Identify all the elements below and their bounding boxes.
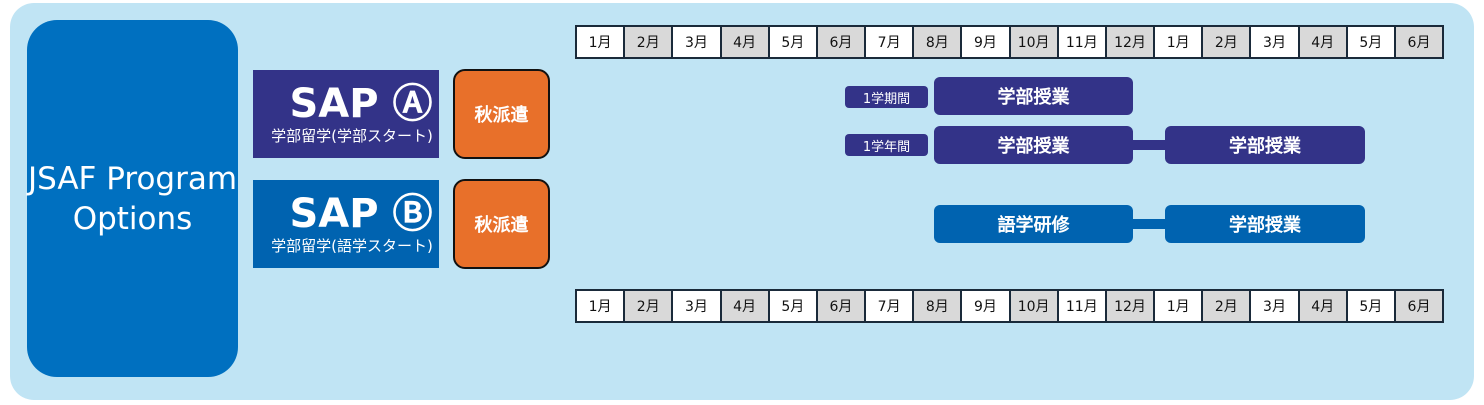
month-cell: 2月 [1203, 291, 1250, 321]
month-cell: 6月 [1395, 291, 1443, 321]
month-cell: 3月 [673, 27, 720, 57]
month-cell: 4月 [721, 291, 768, 321]
month-cell: 3月 [1251, 291, 1298, 321]
month-cell: 2月 [625, 27, 672, 57]
sap-b-badge: 秋派遣 [453, 179, 550, 269]
connector [1130, 140, 1170, 150]
month-cell: 1月 [577, 291, 624, 321]
month-cell: 5月 [1347, 291, 1394, 321]
month-cell: 8月 [914, 27, 961, 57]
month-cell: 6月 [1395, 27, 1443, 57]
segment-bar: 学部授業 [934, 126, 1133, 164]
month-cell: 4月 [1299, 27, 1346, 57]
duration-tag: 1学年間 [845, 134, 928, 156]
title: JSAF Program Options [27, 160, 238, 237]
month-cell: 12月 [1106, 27, 1154, 57]
segment-bar: 学部授業 [1165, 126, 1365, 164]
month-cell: 12月 [1106, 291, 1154, 321]
month-cell: 1月 [1155, 291, 1202, 321]
month-cell: 9月 [962, 27, 1009, 57]
month-cell: 1月 [1155, 27, 1202, 57]
month-cell: 4月 [1299, 291, 1346, 321]
month-cell: 4月 [721, 27, 768, 57]
month-cell: 2月 [625, 291, 672, 321]
month-cell: 7月 [866, 291, 913, 321]
month-cell: 5月 [1347, 27, 1394, 57]
month-cell: 11月 [1058, 291, 1105, 321]
month-cell: 11月 [1058, 27, 1105, 57]
segment-bar: 学部授業 [934, 77, 1133, 115]
month-cell: 3月 [673, 291, 720, 321]
month-cell: 6月 [817, 291, 865, 321]
month-cell: 5月 [769, 291, 816, 321]
month-cell: 6月 [817, 27, 865, 57]
sap-a-box: SAP Ⓐ 学部留学(学部スタート) [253, 70, 439, 158]
month-cell: 1月 [577, 27, 624, 57]
sap-a-subtitle: 学部留学(学部スタート) [271, 126, 433, 145]
month-cell: 10月 [1010, 27, 1057, 57]
sap-b-box: SAP Ⓑ 学部留学(語学スタート) [253, 180, 439, 268]
month-cell: 3月 [1251, 27, 1298, 57]
sap-a-badge: 秋派遣 [453, 69, 550, 159]
connector [1130, 219, 1170, 229]
duration-tag: 1学期間 [845, 86, 928, 108]
month-cell: 10月 [1010, 291, 1057, 321]
segment-bar: 学部授業 [1165, 205, 1365, 243]
month-cell: 5月 [769, 27, 816, 57]
sap-b-subtitle: 学部留学(語学スタート) [271, 236, 433, 255]
title-box: JSAF Program Options [27, 20, 238, 377]
month-cell: 7月 [866, 27, 913, 57]
segment-bar: 語学研修 [934, 205, 1133, 243]
sap-b-name: SAP Ⓑ [289, 190, 433, 237]
month-cell: 2月 [1203, 27, 1250, 57]
month-cell: 8月 [914, 291, 961, 321]
month-cell: 9月 [962, 291, 1009, 321]
sap-a-name: SAP Ⓐ [289, 80, 433, 127]
